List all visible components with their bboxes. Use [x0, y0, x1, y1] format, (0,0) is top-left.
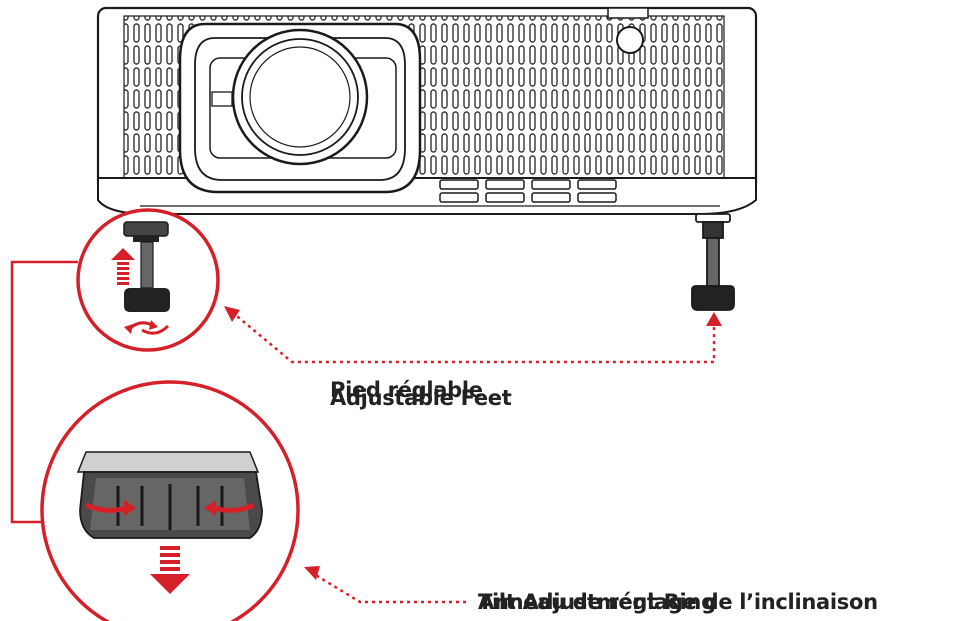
ring-magnifier	[40, 380, 300, 621]
ring-pointer	[304, 566, 466, 604]
feet-label-en: Adjustable Feet	[330, 386, 512, 410]
front-buttons	[439, 179, 617, 203]
sensor-icon	[616, 26, 644, 54]
ring-label-en: Tilt Adjustment Ring	[478, 590, 716, 614]
foot-magnifier	[76, 208, 220, 352]
connector-line	[10, 260, 78, 524]
ring-label-fr: Anneau de réglage de l’inclinaison	[478, 590, 878, 614]
right-foot	[691, 213, 735, 311]
feet-pointer	[224, 306, 722, 364]
lower-arrow-icon	[150, 546, 190, 594]
tilt-arrows-icon	[84, 502, 256, 513]
raise-arrow-icon	[111, 248, 135, 285]
lens-assembly	[178, 22, 422, 194]
feet-label-fr: Pied réglable	[330, 378, 483, 402]
